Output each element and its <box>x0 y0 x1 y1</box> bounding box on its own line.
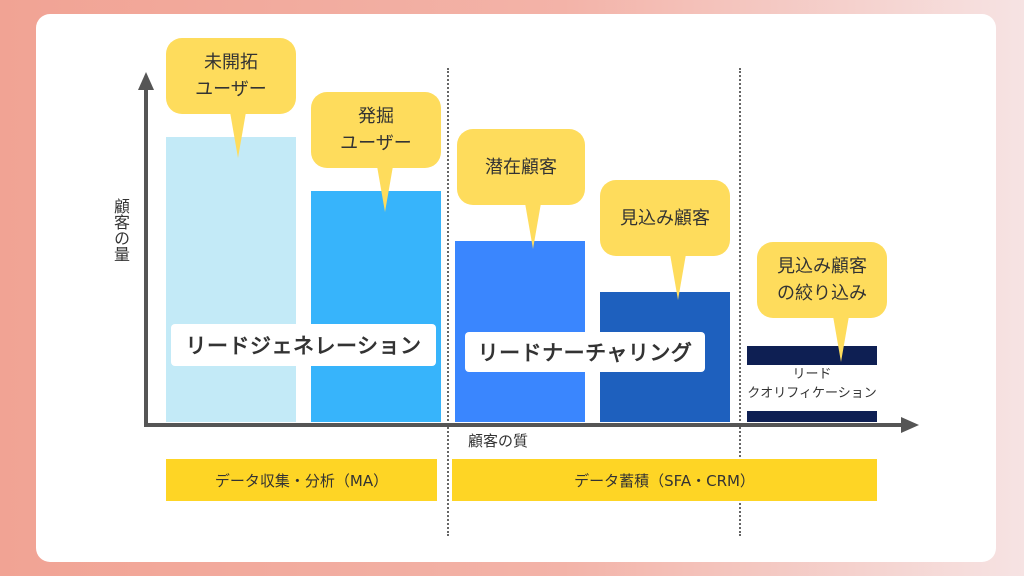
band-crm: データ蓄積（SFA・CRM） <box>452 459 877 501</box>
band-ma: データ収集・分析（MA） <box>166 459 437 501</box>
divider-1 <box>447 68 449 536</box>
lead-qualification-label: リード クオリフィケーション <box>742 365 882 411</box>
x-axis-label: 顧客の質 <box>468 432 529 450</box>
bubble-prospects: 見込み顧客 <box>600 180 730 300</box>
bubble-unexplored-users: 未開拓 ユーザー <box>166 38 296 158</box>
bubble-discovered-users: 発掘 ユーザー <box>311 92 441 212</box>
lead-generation-label: リードジェネレーション <box>171 324 436 366</box>
bar-potential-customers <box>455 241 585 422</box>
y-axis-label: 顧客の量 <box>111 198 130 262</box>
bubble-potential-customers: 潜在顧客 <box>457 129 585 249</box>
bar-unexplored-users <box>166 137 296 422</box>
bubble-narrowed-prospects: 見込み顧客 の絞り込み <box>757 242 887 362</box>
lead-nurturing-label: リードナーチャリング <box>465 332 705 372</box>
bar-discovered-users <box>311 191 441 422</box>
divider-2 <box>739 68 741 536</box>
